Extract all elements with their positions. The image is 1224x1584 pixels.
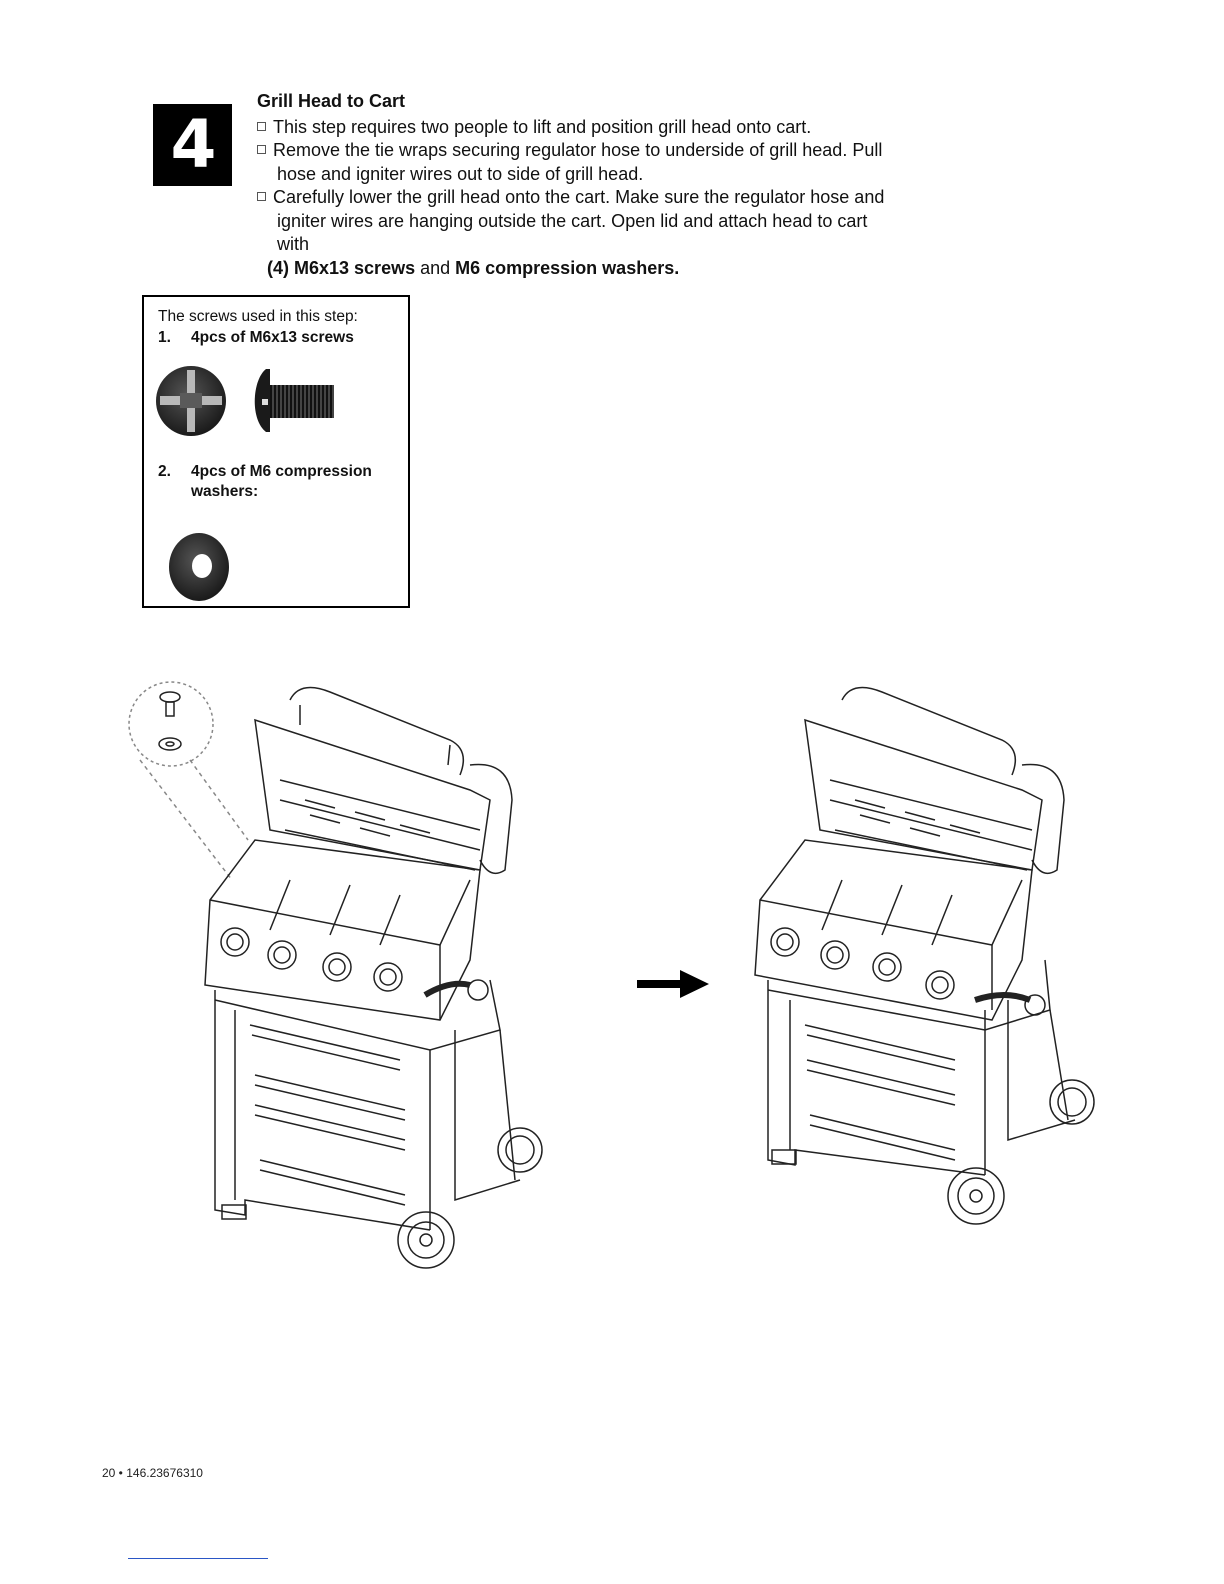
hardware-item-washers: 2.4pcs of M6 compression washers:	[158, 463, 372, 500]
instruction-bullet: Carefully lower the grill head onto the …	[257, 186, 897, 257]
checkbox-icon	[257, 192, 266, 201]
hardware-summary: (4) M6x13 screws and M6 compression wash…	[267, 257, 680, 278]
hardware-intro: The screws used in this step:	[158, 308, 358, 325]
step-title: Grill Head to Cart	[257, 91, 406, 111]
checkbox-icon	[257, 121, 266, 131]
hardware-box: The screws used in this step: 1.4pcs of …	[142, 295, 410, 608]
hardware-item-screws: 1.4pcs of M6x13 screws	[158, 329, 354, 346]
instructions: Grill Head to Cart This step requires tw…	[257, 90, 897, 280]
instruction-bullet: Remove the tie wraps securing regulator …	[257, 139, 897, 186]
step-number-badge: 4	[153, 104, 232, 186]
page-reference: 20 • 146.23676310	[102, 1466, 203, 1480]
instruction-bullet: This step requires two people to lift an…	[257, 116, 897, 140]
divider	[128, 1558, 268, 1559]
checkbox-icon	[257, 145, 266, 154]
